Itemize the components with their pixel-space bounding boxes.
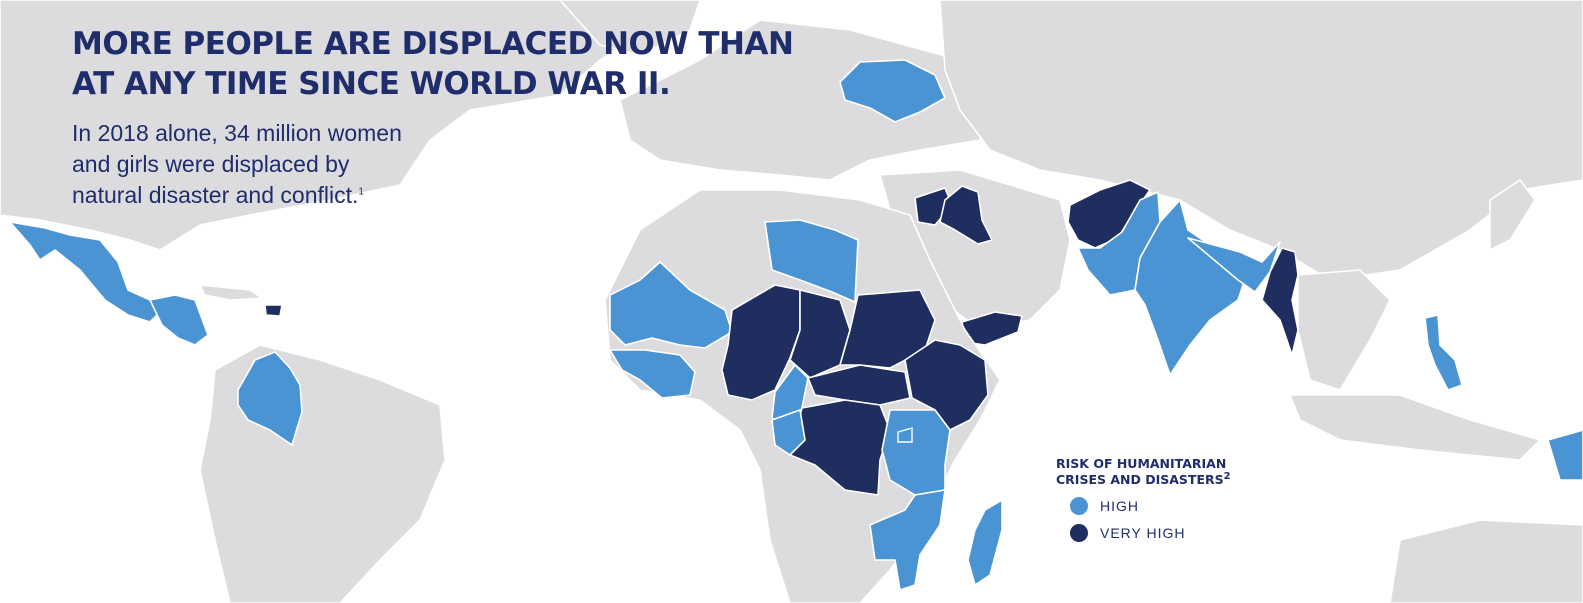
legend-item-high: HIGH <box>1070 497 1316 515</box>
country-west-africa <box>609 349 696 399</box>
country-sudan <box>839 289 936 369</box>
country-east-africa <box>881 409 951 496</box>
caribbean <box>199 284 263 301</box>
country-mali <box>609 261 733 349</box>
map-legend: RISK OF HUMANITARIAN CRISES AND DISASTER… <box>1056 456 1316 542</box>
headline-line-1: MORE PEOPLE ARE DISPLACED NOW THAN <box>72 26 794 62</box>
legend-title-line-2: CRISES AND DISASTERS2 <box>1056 470 1316 488</box>
footnote-marker-2: 2 <box>1223 470 1231 482</box>
subtext-line-3: natural disaster and conflict.1 <box>72 180 532 211</box>
country-colombia <box>237 351 303 446</box>
country-madagascar <box>967 499 1003 586</box>
country-ukraine <box>839 59 946 123</box>
southeast-asia <box>1297 269 1391 391</box>
south-america <box>199 344 446 603</box>
legend-title: RISK OF HUMANITARIAN CRISES AND DISASTER… <box>1056 456 1316 488</box>
legend-label-very-high: VERY HIGH <box>1100 525 1186 541</box>
country-iraq <box>939 185 993 245</box>
australia <box>1389 519 1583 603</box>
country-libya <box>764 219 859 303</box>
country-congo <box>771 409 806 456</box>
country-chad <box>789 289 851 379</box>
country-car-south-sudan <box>807 364 911 406</box>
country-central-america <box>149 294 209 346</box>
lake-victoria <box>897 427 913 443</box>
headline-line-2: AT ANY TIME SINCE WORLD WAR II. <box>72 66 671 102</box>
country-haiti <box>264 304 283 317</box>
country-ethiopia-somalia <box>904 339 989 431</box>
legend-swatch-very-high <box>1070 524 1088 542</box>
indonesia <box>1289 394 1541 461</box>
country-niger-nigeria <box>721 284 801 401</box>
subtext-line-2: and girls were displaced by <box>72 151 350 177</box>
country-myanmar <box>1261 247 1299 356</box>
country-drc <box>789 399 891 496</box>
legend-title-line-1: RISK OF HUMANITARIAN <box>1056 456 1227 471</box>
asia-north <box>939 0 1583 281</box>
country-nepal-bangladesh <box>1187 237 1281 293</box>
subtext-line-3-text: natural disaster and conflict. <box>72 182 359 208</box>
country-southeast-africa <box>869 489 946 591</box>
legend-item-very-high: VERY HIGH <box>1070 524 1316 542</box>
headline: MORE PEOPLE ARE DISPLACED NOW THAN AT AN… <box>72 24 872 104</box>
subtext-line-1: In 2018 alone, 34 million women <box>72 120 402 146</box>
country-india <box>1134 199 1249 376</box>
japan <box>1489 179 1536 251</box>
country-mexico <box>9 221 161 323</box>
legend-swatch-high <box>1070 497 1088 515</box>
footnote-marker-1: 1 <box>358 186 364 198</box>
country-papua-new-guinea <box>1547 429 1583 481</box>
greenland <box>559 0 701 56</box>
legend-label-high: HIGH <box>1100 498 1139 514</box>
country-philippines <box>1424 314 1463 391</box>
legend-title-line-2-text: CRISES AND DISASTERS <box>1056 472 1224 487</box>
subtext: In 2018 alone, 34 million women and girl… <box>72 118 532 211</box>
